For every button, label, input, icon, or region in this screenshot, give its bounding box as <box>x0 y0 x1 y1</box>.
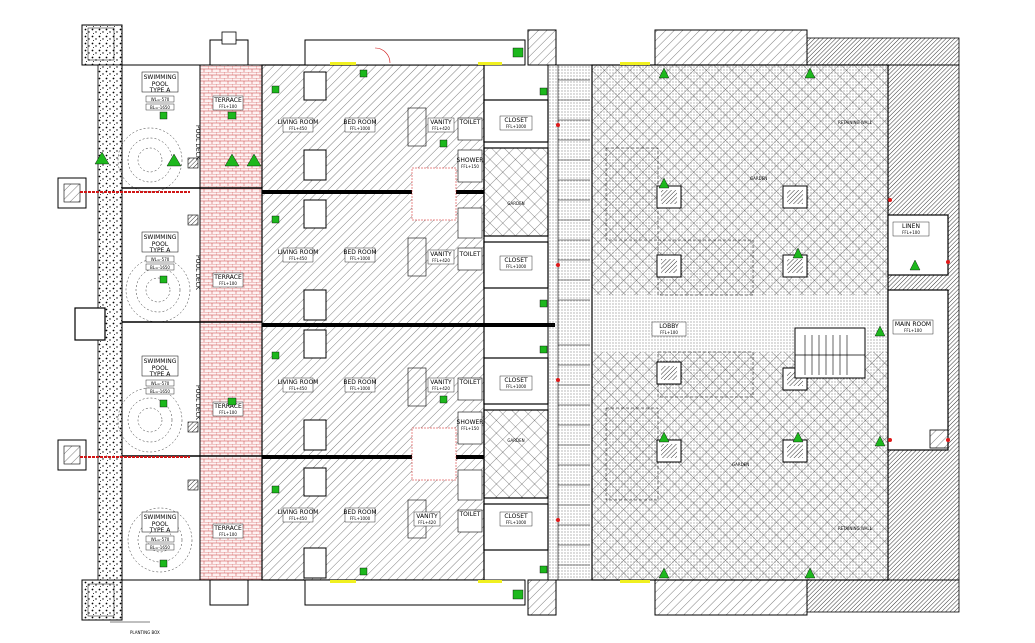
svg-text:FFL+1000: FFL+1000 <box>350 516 371 521</box>
svg-text:VANITY: VANITY <box>430 379 452 386</box>
svg-text:FFL+1000: FFL+1000 <box>350 256 371 261</box>
svg-text:FFL+450: FFL+450 <box>289 126 307 131</box>
svg-text:TERRACE: TERRACE <box>213 403 242 410</box>
svg-text:SWIMMING: SWIMMING <box>144 74 177 81</box>
svg-text:GARDEN: GARDEN <box>732 462 749 467</box>
tag-markers <box>94 47 921 600</box>
svg-text:SWIMMING: SWIMMING <box>144 234 177 241</box>
svg-text:TOILET: TOILET <box>459 119 481 126</box>
svg-text:CLOSET: CLOSET <box>504 377 528 384</box>
suite-zone: LIVING ROOM FFL+450 BED ROOM FFL+1000 VA… <box>80 39 555 606</box>
svg-text:FFL+150: FFL+150 <box>461 164 479 169</box>
svg-text:FFL+1000: FFL+1000 <box>350 126 371 131</box>
svg-text:BED ROOM: BED ROOM <box>343 249 376 256</box>
svg-text:POOL: POOL <box>152 365 169 372</box>
svg-text:BL=-1650: BL=-1650 <box>150 545 170 550</box>
svg-text:FFL+150: FFL+150 <box>461 426 479 431</box>
svg-text:FFL+100: FFL+100 <box>904 328 922 333</box>
suite-labels: LIVING ROOM FFL+450 BED ROOM FFL+1000 VA… <box>278 115 533 527</box>
svg-text:POOL DECK: POOL DECK <box>194 255 201 291</box>
svg-text:WL=-570: WL=-570 <box>151 381 170 386</box>
svg-text:CLOSET: CLOSET <box>504 117 528 124</box>
svg-text:WL=-570: WL=-570 <box>151 537 170 542</box>
svg-text:VANITY: VANITY <box>416 513 438 520</box>
pool-label-2: SWIMMING POOL TYPE A WL=-570 BL=-1650 <box>141 231 179 271</box>
svg-text:LIVING ROOM: LIVING ROOM <box>278 509 319 516</box>
svg-text:BL=-1650: BL=-1650 <box>150 265 170 270</box>
svg-text:TYPE A: TYPE A <box>149 247 172 254</box>
svg-text:VANITY: VANITY <box>430 119 452 126</box>
svg-text:SHOWER: SHOWER <box>457 419 484 426</box>
svg-text:BL=-1650: BL=-1650 <box>150 389 170 394</box>
pool-zone: SWIMMING POOL TYPE A WL=-570 BL=-1650 SW… <box>117 64 201 581</box>
door-swing <box>374 47 391 64</box>
svg-text:LOBBY: LOBBY <box>659 323 679 330</box>
svg-text:FFL+100: FFL+100 <box>219 410 237 415</box>
svg-text:SWIMMING: SWIMMING <box>144 358 177 365</box>
svg-text:FFL+420: FFL+420 <box>432 386 450 391</box>
svg-text:FFL+100: FFL+100 <box>219 532 237 537</box>
svg-text:FFL+420: FFL+420 <box>432 126 450 131</box>
svg-text:TYPE A: TYPE A <box>149 87 172 94</box>
svg-text:BL=-1650: BL=-1650 <box>150 105 170 110</box>
svg-text:FFL+100: FFL+100 <box>660 330 678 335</box>
svg-text:CLOSET: CLOSET <box>504 257 528 264</box>
svg-text:CLOSET: CLOSET <box>504 513 528 520</box>
red-tag-markers <box>556 123 950 522</box>
svg-text:POOL: POOL <box>152 241 169 248</box>
svg-text:FFL+1000: FFL+1000 <box>506 124 527 129</box>
svg-text:FFL+450: FFL+450 <box>289 256 307 261</box>
pool-label-4: SWIMMING POOL TYPE A WL=-570 BL=-1650 <box>141 511 179 551</box>
svg-text:TERRACE: TERRACE <box>213 525 242 532</box>
svg-text:FFL+1000: FFL+1000 <box>506 384 527 389</box>
svg-text:LIVING ROOM: LIVING ROOM <box>278 379 319 386</box>
svg-text:FFL+100: FFL+100 <box>902 230 920 235</box>
svg-text:FFL+1000: FFL+1000 <box>506 520 527 525</box>
svg-text:FFL+1000: FFL+1000 <box>350 386 371 391</box>
svg-text:FFL+450: FFL+450 <box>289 516 307 521</box>
svg-text:GARDEN: GARDEN <box>507 201 524 206</box>
terrace-brick-zone: TERRACE FFL+100 TERRACE FFL+100 TERRACE … <box>187 31 263 606</box>
svg-text:GARDEN: GARDEN <box>507 438 524 443</box>
pool-label-3: SWIMMING POOL TYPE A WL=-570 BL=-1650 <box>141 355 179 395</box>
svg-text:TYPE A: TYPE A <box>149 371 172 378</box>
svg-text:FFL+420: FFL+420 <box>418 520 436 525</box>
corridor-strip <box>527 29 593 616</box>
svg-text:POOL: POOL <box>152 521 169 528</box>
svg-text:TOILET: TOILET <box>459 251 481 258</box>
pool-label-1: SWIMMING POOL TYPE A WL=-570 BL=-1650 <box>141 71 179 111</box>
svg-text:FFL+420: FFL+420 <box>432 258 450 263</box>
svg-text:TERRACE: TERRACE <box>213 97 242 104</box>
svg-text:FFL+1000: FFL+1000 <box>506 264 527 269</box>
right-block: LINEN FFL+100 MAIN ROOM FFL+100 <box>806 37 960 613</box>
svg-text:BED ROOM: BED ROOM <box>343 379 376 386</box>
svg-text:BED ROOM: BED ROOM <box>343 119 376 126</box>
svg-text:POOL: POOL <box>152 81 169 88</box>
svg-text:BED ROOM: BED ROOM <box>343 509 376 516</box>
svg-text:VANITY: VANITY <box>430 251 452 258</box>
svg-text:SHOWER: SHOWER <box>457 157 484 164</box>
svg-text:TOILET: TOILET <box>459 511 481 518</box>
svg-text:LIVING ROOM: LIVING ROOM <box>278 249 319 256</box>
lobby-zone: LOBBY FFL+100 GARDEN GARDEN RETAINING WA… <box>591 29 889 616</box>
svg-text:RETAINING WALL: RETAINING WALL <box>838 526 873 531</box>
svg-text:FFL+100: FFL+100 <box>219 281 237 286</box>
svg-text:SWIMMING: SWIMMING <box>144 514 177 521</box>
svg-text:FFL+100: FFL+100 <box>219 104 237 109</box>
svg-text:POOL DECK: POOL DECK <box>194 125 201 161</box>
svg-text:FFL+450: FFL+450 <box>289 386 307 391</box>
svg-text:POOL DECK: POOL DECK <box>194 385 201 421</box>
svg-text:WL=-570: WL=-570 <box>151 97 170 102</box>
svg-text:RETAINING WALL: RETAINING WALL <box>838 120 873 125</box>
svg-text:LINEN: LINEN <box>902 223 920 230</box>
svg-text:MAIN ROOM: MAIN ROOM <box>895 321 931 328</box>
svg-text:TYPE A: TYPE A <box>149 527 172 534</box>
svg-text:TOILET: TOILET <box>459 379 481 386</box>
svg-text:LIVING ROOM: LIVING ROOM <box>278 119 319 126</box>
svg-text:TERRACE: TERRACE <box>213 274 242 281</box>
planting-box-label: PLANTING BOX <box>130 630 160 635</box>
svg-text:GARDEN: GARDEN <box>750 176 767 181</box>
svg-text:WL=-570: WL=-570 <box>151 257 170 262</box>
